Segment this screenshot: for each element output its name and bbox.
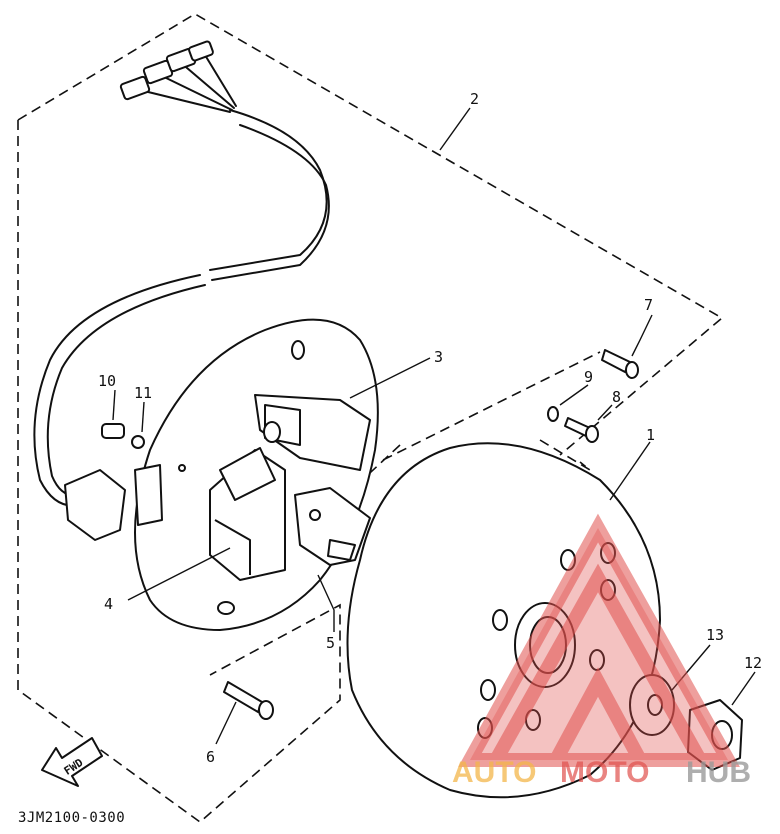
callout-13: 13 [706,626,724,644]
washer-11 [131,435,145,449]
assembly-outline [17,13,724,824]
fwd-arrow: FWD [41,737,103,787]
watermark-text-hub: HUB [686,756,751,789]
pulser-coil [294,487,371,566]
screw-7 [601,349,639,379]
callout-9: 9 [584,368,593,386]
screw-6 [223,681,274,720]
wire-harness [33,40,330,541]
connector-terminal [188,40,214,62]
callout-10: 10 [98,372,116,390]
callout-6: 6 [206,748,215,766]
callout-7: 7 [644,296,653,314]
connector-terminal [119,75,151,101]
washer-9 [547,406,559,422]
callout-4: 4 [104,595,113,613]
source-coil [254,394,371,471]
callout-5: 5 [326,634,335,652]
grommet [64,469,126,541]
callout-3: 3 [434,348,443,366]
charge-coil [209,447,286,581]
watermark-text-auto: AUTO [452,756,536,789]
callout-2: 2 [470,90,479,108]
callout-11: 11 [134,384,152,402]
screw-10 [101,423,125,439]
callout-12: 12 [744,654,762,672]
callout-8: 8 [612,388,621,406]
part-code: 3JM2100-0300 [18,810,125,826]
watermark-text-moto: MOTO [560,756,649,789]
watermark-logo: AUTO MOTO HUB [452,513,751,789]
watermark-triangle-icon [458,513,740,767]
screw-8 [564,417,599,443]
callout-1: 1 [646,426,655,444]
